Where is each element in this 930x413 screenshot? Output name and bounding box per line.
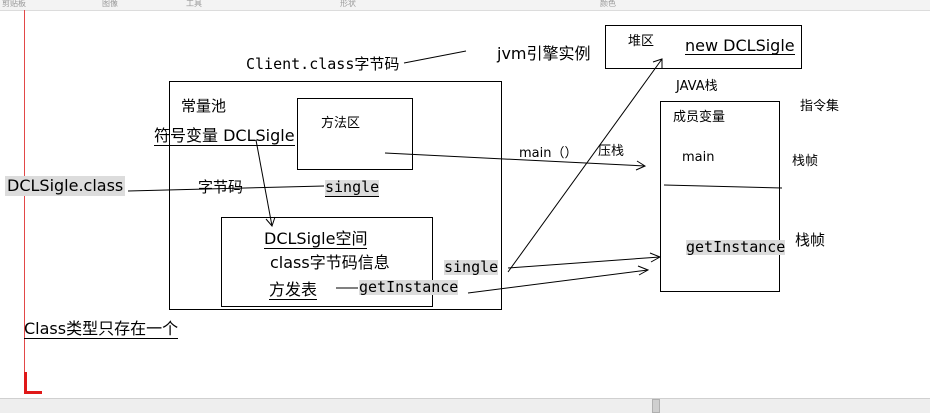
constant-pool-box	[169, 81, 502, 310]
single-label-2: single	[444, 258, 499, 276]
symbol-variable-label: 符号变量 DCLSigle	[154, 126, 295, 146]
method-area-box	[297, 98, 413, 170]
dclsigle-class-label: DCLSigle.class	[5, 176, 126, 196]
class-bytecode-info-label: class字节码信息	[270, 253, 390, 272]
stack-frame-divider	[663, 184, 783, 189]
push-stack-label: 压栈	[598, 144, 625, 159]
ribbon-clipboard[interactable]: 剪贴板	[2, 0, 26, 8]
ribbon-tools[interactable]: 工具	[186, 0, 202, 8]
single-to-heap-arrowhead	[652, 58, 663, 68]
single-to-heap-arrow	[507, 58, 663, 273]
single-to-getinstance-arrow	[507, 256, 661, 269]
dclsigle-space-box	[221, 217, 433, 307]
new-dclsigle-label: new DCLSigle	[685, 36, 795, 55]
method-table-label: 方发表	[269, 280, 318, 300]
stack-frame-label-2: 栈帧	[795, 231, 826, 249]
scrollbar-thumb[interactable]	[652, 399, 660, 413]
symbol-to-space-arrow	[255, 139, 273, 227]
single-label-1: single	[325, 178, 380, 197]
stack-frame-label-1: 栈帧	[792, 154, 819, 169]
dclsigle-class-line	[127, 185, 325, 192]
getinstance-label-2: getInstance	[686, 238, 786, 256]
constant-pool-label: 常量池	[181, 97, 227, 115]
getinstance-to-stack-arrow	[467, 269, 649, 294]
dclsigle-space-label: DCLSigle空间	[264, 229, 368, 249]
main-frame-label: main	[682, 150, 715, 165]
client-class-label: Client.class字节码	[246, 55, 400, 73]
bytecode-label: 字节码	[198, 178, 244, 196]
method-area-label: 方法区	[321, 116, 361, 131]
toolbar-ribbon: 剪贴板 图像 工具 形状 颜色	[0, 0, 930, 11]
symbol-to-space-arrowhead	[265, 216, 276, 227]
single-to-getinstance-arrowhead	[649, 252, 662, 263]
canvas-border	[24, 10, 25, 394]
getinstance-label-1: getInstance	[359, 278, 459, 296]
canvas-resize-corner-h[interactable]	[24, 391, 42, 394]
client-to-jvm-line	[403, 50, 467, 64]
java-stack-label: JAVA栈	[676, 79, 718, 94]
main-call-label: main（）	[519, 146, 578, 161]
class-only-one-label: Class类型只存在一个	[24, 319, 179, 339]
heap-label: 堆区	[628, 34, 655, 49]
member-variable-label: 成员变量	[673, 110, 726, 125]
instruction-set-label: 指令集	[800, 99, 840, 114]
method-area-arrowhead	[635, 160, 647, 171]
java-stack-box	[660, 101, 780, 292]
canvas-resize-corner[interactable]	[24, 372, 27, 394]
horizontal-scrollbar[interactable]	[0, 398, 930, 413]
method-area-to-main-arrow	[384, 152, 646, 167]
jvm-instance-label: jvm引擎实例	[497, 44, 591, 63]
getinstance-to-stack-arrowhead	[637, 265, 650, 276]
ribbon-shapes[interactable]: 形状	[340, 0, 356, 8]
ribbon-image[interactable]: 图像	[102, 0, 118, 8]
ribbon-colors[interactable]: 颜色	[600, 0, 616, 8]
heap-box	[605, 25, 802, 69]
